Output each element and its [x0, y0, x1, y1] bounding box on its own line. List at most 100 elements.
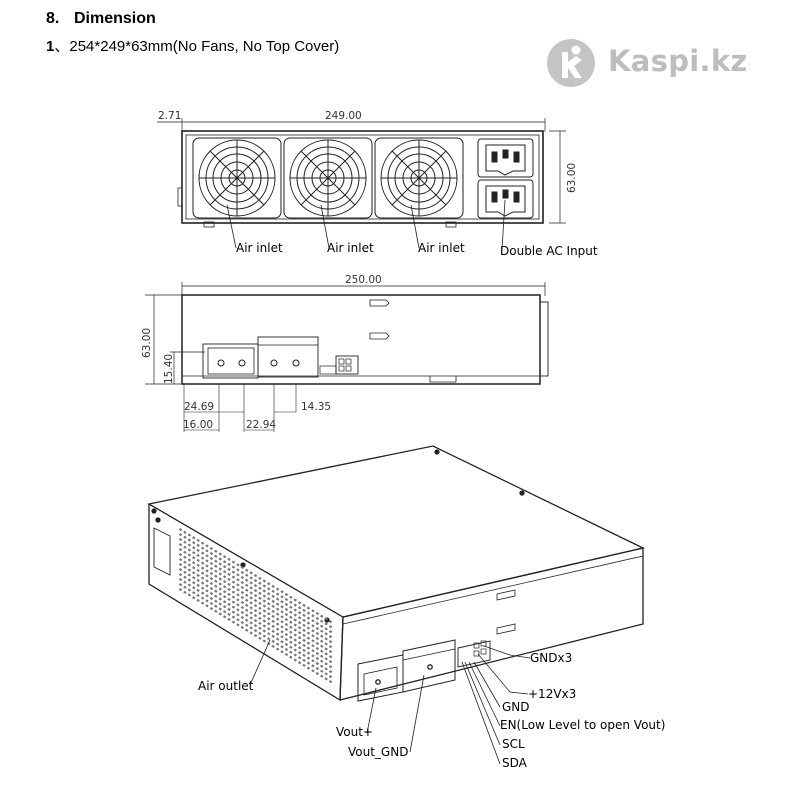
vent-slot [328, 640, 333, 644]
vent-slot [227, 592, 231, 597]
air-outlet-vents [178, 528, 333, 684]
vent-slot [328, 660, 333, 664]
vent-slot [192, 536, 196, 540]
vent-slot [289, 655, 293, 659]
vent-slot [302, 653, 306, 658]
vent-slot [302, 623, 306, 628]
vent-slot [196, 563, 200, 568]
vent-slot [196, 588, 200, 593]
vent-slot [227, 587, 231, 592]
vent-slot [227, 617, 231, 622]
vent-slot [245, 568, 249, 572]
vent-slot [196, 573, 200, 578]
vent-slot [249, 631, 253, 635]
vent-slot [324, 617, 328, 621]
vent-slot [205, 574, 209, 578]
vent-slot [222, 605, 227, 609]
vent-slot [236, 598, 240, 602]
vent-slot [289, 615, 293, 619]
vent-slot [284, 627, 289, 632]
vent-slot [275, 647, 280, 651]
side-view [145, 282, 549, 432]
vent-slot [262, 594, 267, 598]
vent-slot [227, 577, 231, 582]
vent-slot [192, 561, 196, 565]
vent-slot [320, 629, 324, 633]
vent-slot [258, 621, 262, 625]
vent-slot [320, 624, 324, 628]
vent-slot [324, 657, 328, 661]
vent-slot [218, 612, 222, 616]
scl-label: SCL [502, 737, 525, 751]
vent-slot [293, 613, 297, 617]
vent-slot [183, 570, 187, 574]
vent-slot [209, 571, 214, 576]
vent-slot [284, 602, 289, 607]
vent-slot [328, 645, 333, 649]
vent-slot [183, 535, 187, 539]
vent-slot [280, 620, 284, 624]
vent-slot [275, 597, 280, 601]
vent-slot [267, 612, 271, 616]
kaspi-logo-icon [547, 39, 595, 87]
vent-slot [209, 576, 214, 581]
vent-slot [245, 618, 249, 622]
vent-slot [280, 610, 284, 614]
vent-slot [196, 568, 200, 573]
vent-slot [311, 614, 315, 618]
air-inlet-label: Air inlet [327, 241, 374, 255]
vent-slot [200, 596, 205, 600]
vent-slot [253, 618, 258, 623]
vent-slot [178, 588, 183, 592]
vent-slot [302, 658, 306, 663]
vent-slot [240, 580, 245, 585]
vent-slot [293, 608, 297, 612]
en-label: EN(Low Level to open Vout) [500, 718, 665, 732]
vent-slot [271, 584, 275, 589]
vent-slot [231, 590, 236, 594]
vent-slot [289, 635, 293, 639]
vent-slot [289, 610, 293, 614]
vent-slot [183, 590, 187, 594]
air-inlet-label: Air inlet [418, 241, 465, 255]
vent-slot [258, 581, 262, 585]
vent-slot [253, 634, 258, 638]
vent-slot [297, 606, 302, 610]
vent-slot [302, 633, 306, 638]
vent-slot [271, 599, 275, 604]
vent-slot [231, 610, 236, 614]
vent-slot [258, 586, 262, 590]
vent-slot [267, 602, 271, 606]
vent-slot [280, 625, 284, 629]
vent-slot [245, 613, 249, 617]
vent-slot [293, 658, 297, 662]
vent-slot [284, 652, 289, 657]
vent-slot [253, 599, 258, 603]
vent-slot [258, 631, 262, 635]
vent-slot [222, 560, 227, 564]
vent-slot [306, 616, 311, 620]
vent-slot [253, 609, 258, 613]
vent-slot [187, 568, 192, 572]
vent-slot [200, 546, 205, 550]
vent-slot [240, 595, 245, 600]
vent-slot [249, 576, 253, 580]
vent-slot [205, 559, 209, 563]
fan-icon [192, 137, 282, 219]
vent-slot [324, 637, 328, 641]
vent-slot [209, 566, 214, 571]
vent-slot [293, 598, 297, 602]
vent-slot [183, 550, 187, 554]
vent-slot [183, 530, 187, 534]
vent-slot [315, 661, 320, 666]
vent-slot [209, 601, 214, 606]
vent-slot [297, 646, 302, 650]
vent-slot [209, 551, 214, 556]
vent-slot [196, 583, 200, 588]
vent-slot [218, 587, 222, 591]
vent-slot [227, 562, 231, 567]
vent-slot [267, 592, 271, 596]
vent-slot [306, 656, 311, 660]
vent-slot [271, 609, 275, 614]
vent-slot [231, 585, 236, 589]
